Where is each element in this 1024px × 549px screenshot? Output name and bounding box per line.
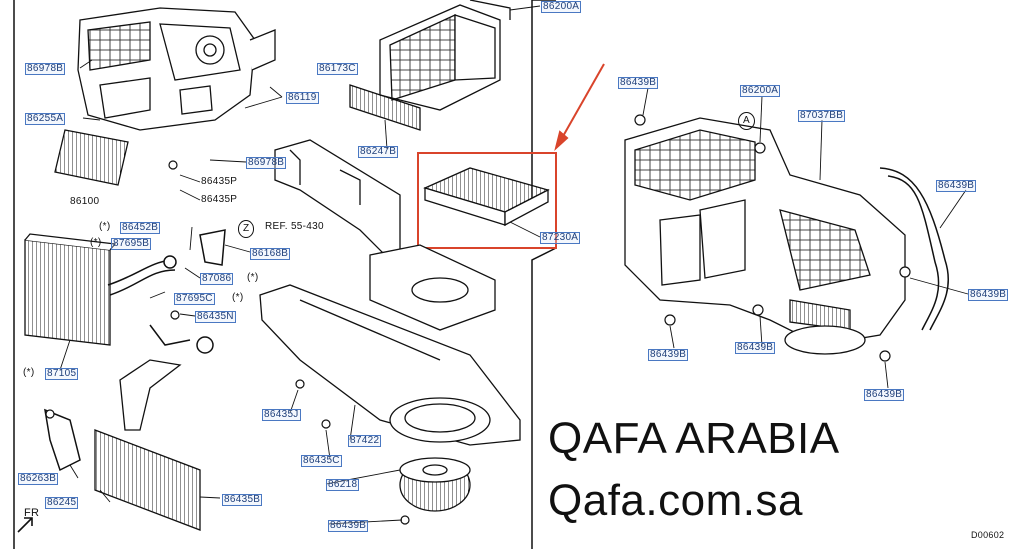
part-label: 86100	[70, 196, 100, 207]
part-label: 86435P	[201, 176, 238, 187]
part-label[interactable]: 87105	[45, 368, 79, 380]
part-label[interactable]: 86439B	[735, 342, 776, 354]
brand-site: Qafa.com.sa	[548, 476, 803, 525]
seal	[54, 129, 129, 186]
blower-case	[259, 244, 521, 446]
ref-label: REF. 55-430	[265, 221, 324, 232]
part-label[interactable]: 87230A	[540, 232, 581, 244]
part-label[interactable]: 86439B	[864, 389, 905, 401]
fasteners	[45, 114, 911, 525]
cabin-filter	[423, 167, 550, 227]
part-label[interactable]: 87086	[200, 273, 234, 285]
part-label[interactable]: 87695C	[174, 293, 215, 305]
part-label[interactable]: 86978B	[246, 157, 287, 169]
brand-title: QAFA ARABIA	[548, 414, 840, 463]
drain-hose	[879, 167, 950, 331]
diagram-code: D00602	[971, 530, 1005, 540]
radiator-core	[94, 359, 201, 531]
part-label[interactable]: 86168B	[250, 248, 291, 260]
star-mark: (*)	[23, 367, 35, 378]
part-label[interactable]: 86435B	[222, 494, 263, 506]
z-marker: Z	[238, 220, 255, 238]
hvac-assembly-right	[624, 117, 906, 355]
part-label[interactable]: 86263B	[18, 473, 59, 485]
part-label[interactable]: 86435N	[195, 311, 236, 323]
heater-core	[24, 233, 117, 346]
part-label[interactable]: 86439B	[968, 289, 1009, 301]
frame-lines	[13, 0, 557, 549]
direction-label: FR	[24, 507, 40, 519]
part-label[interactable]: 86173C	[317, 63, 358, 75]
part-label[interactable]: 86119	[286, 92, 319, 104]
pointer-arrow	[554, 63, 605, 151]
part-label[interactable]: 86218	[326, 479, 360, 491]
star-mark: (*)	[247, 272, 259, 283]
part-label[interactable]: 86200A	[541, 1, 582, 13]
part-label[interactable]: 86439B	[328, 520, 369, 532]
a-marker: A	[738, 112, 755, 130]
star-mark: (*)	[99, 221, 111, 232]
star-mark: (*)	[232, 292, 244, 303]
part-label[interactable]: 86439B	[618, 77, 659, 89]
part-label[interactable]: 87695B	[111, 238, 152, 250]
part-label[interactable]: 87422	[348, 435, 382, 447]
part-label[interactable]: 86200A	[740, 85, 781, 97]
part-label[interactable]: 86439B	[936, 180, 977, 192]
filter-guide	[349, 84, 421, 131]
leader-lines	[59, 5, 969, 525]
part-label[interactable]: 86435C	[301, 455, 342, 467]
star-mark: (*)	[90, 237, 102, 248]
part-label[interactable]: 86439B	[648, 349, 689, 361]
part-label[interactable]: 86435J	[262, 409, 301, 421]
fr-arrow-icon	[17, 517, 33, 533]
part-label[interactable]: 87037BB	[798, 110, 846, 122]
part-label: 86435P	[201, 194, 238, 205]
highlight-box	[417, 152, 557, 249]
part-label[interactable]: 86245	[45, 497, 79, 509]
part-label[interactable]: 86452B	[120, 222, 161, 234]
part-label[interactable]: 86247B	[358, 146, 399, 158]
part-label[interactable]: 86978B	[25, 63, 66, 75]
part-label[interactable]: 86255A	[25, 113, 66, 125]
hvac-unit-main	[77, 7, 276, 131]
evaporator-core	[379, 0, 511, 111]
blower-motor	[399, 457, 471, 512]
